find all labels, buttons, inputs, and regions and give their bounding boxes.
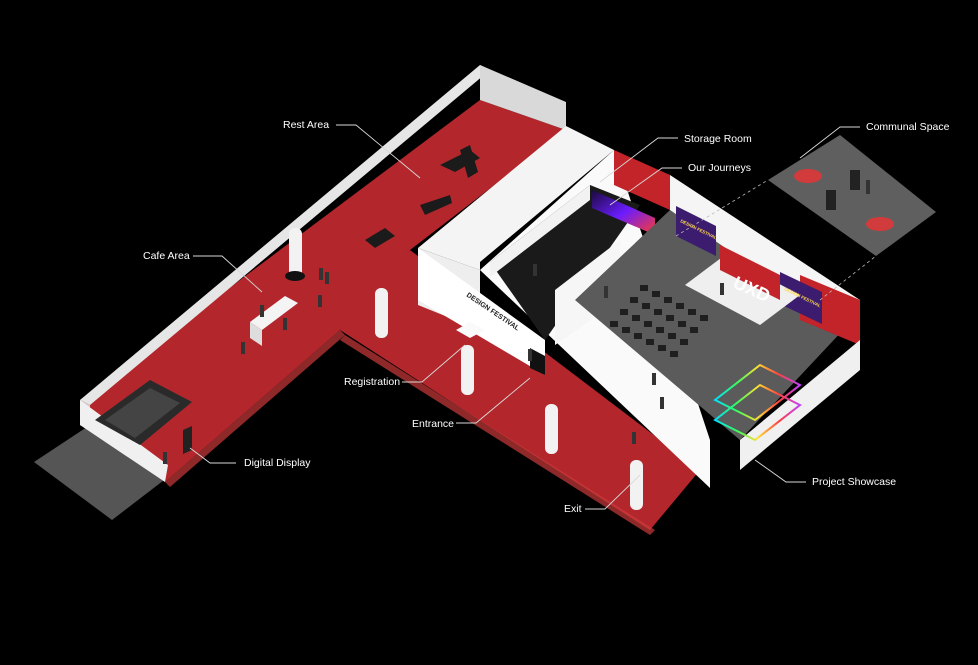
stage-backdrop [720, 245, 780, 300]
label-digital-display: Digital Display [244, 457, 311, 469]
entrance-wall [418, 248, 545, 375]
label-our-journeys: Our Journeys [688, 162, 752, 174]
label-entrance: Entrance [412, 418, 455, 430]
digital-display-screen [183, 426, 192, 454]
banner-left [676, 206, 716, 256]
audience [610, 285, 708, 357]
label-rest-area: Rest Area [283, 119, 330, 131]
hall-floor [575, 210, 860, 440]
columns [289, 228, 643, 510]
communal-space-floor [768, 135, 936, 256]
wall-left-arm [80, 65, 490, 405]
low-wall-front [165, 330, 345, 487]
communal-space-furniture [794, 169, 894, 231]
cafe-counter-face [250, 322, 262, 346]
leader-lines [189, 124, 860, 510]
people [163, 264, 724, 464]
carpet-corridor-left [80, 100, 566, 482]
hall-back-wall [614, 150, 670, 210]
cafe-counter [250, 296, 298, 330]
column-base [285, 271, 305, 281]
carpet-corridor-lower [340, 250, 700, 530]
registration-desk [456, 322, 485, 338]
gallery-wall-left [490, 185, 590, 277]
gallery-corridor [490, 185, 640, 340]
label-storage-room: Storage Room [684, 133, 752, 145]
journeys-screen [592, 190, 655, 235]
rest-area-seating [365, 145, 480, 248]
entrance-door [530, 348, 545, 375]
entry-floor-grey [34, 425, 168, 520]
project-showcase-frame [713, 363, 802, 442]
banner-right [780, 272, 822, 324]
label-registration: Registration [344, 376, 401, 388]
label-project-showcase: Project Showcase [812, 476, 897, 488]
escalator-steps [105, 388, 180, 438]
stage-platform [685, 255, 800, 325]
wall-back-top [480, 65, 566, 130]
building-top [418, 126, 614, 270]
label-exit: Exit [564, 503, 582, 515]
label-communal-space: Communal Space [866, 121, 950, 133]
label-cafe-area: Cafe Area [143, 250, 190, 262]
low-wall-lower [340, 335, 655, 535]
